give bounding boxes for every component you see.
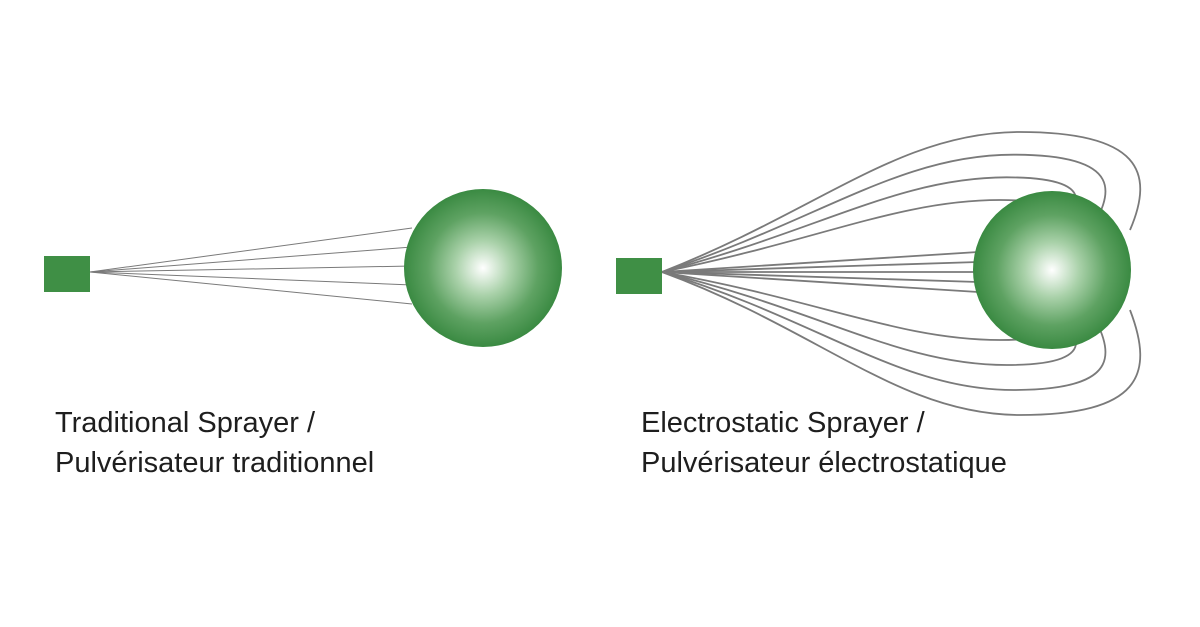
electrostatic-sprayer-caption: Electrostatic Sprayer / Pulvérisateur él…	[641, 403, 1007, 483]
electrostatic-spray-line	[661, 251, 979, 273]
electrostatic-spray-line	[661, 261, 979, 273]
electrostatic-nozzle	[616, 258, 662, 294]
traditional-spray-lines	[89, 227, 413, 305]
electrostatic-spray-line	[661, 153, 1107, 273]
traditional-spray-line	[89, 227, 413, 273]
electrostatic-target-sphere	[973, 191, 1131, 349]
traditional-nozzle	[44, 256, 90, 292]
traditional-sprayer-diagram	[44, 189, 562, 347]
traditional-caption-line-2: Pulvérisateur traditionnel	[55, 447, 375, 479]
traditional-spray-line	[89, 271, 413, 286]
electrostatic-sprayer-diagram	[616, 131, 1142, 416]
traditional-sprayer-caption: Traditional Sprayer / Pulvérisateur trad…	[55, 403, 374, 483]
electrostatic-spray-line	[661, 131, 1142, 273]
traditional-spray-line	[89, 265, 413, 273]
traditional-caption-line-1: Traditional Sprayer /	[55, 407, 316, 439]
traditional-spray-line	[89, 271, 413, 305]
electrostatic-spray-line	[661, 271, 979, 283]
traditional-target-sphere	[404, 189, 562, 347]
electrostatic-caption-line-2: Pulvérisateur électrostatique	[641, 447, 1007, 479]
electrostatic-spray-line	[661, 271, 1107, 391]
electrostatic-spray-line	[661, 271, 1142, 416]
traditional-spray-line	[89, 246, 413, 273]
electrostatic-spray-line	[661, 271, 979, 293]
electrostatic-caption-line-1: Electrostatic Sprayer /	[641, 407, 925, 439]
electrostatic-spray-lines	[661, 131, 1142, 416]
